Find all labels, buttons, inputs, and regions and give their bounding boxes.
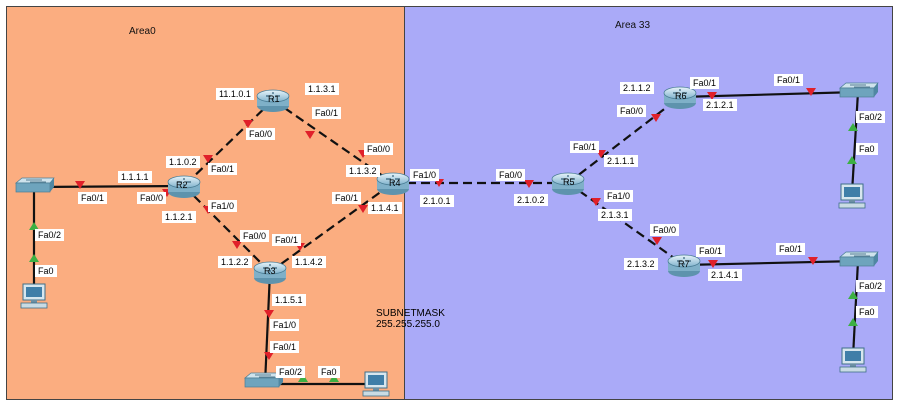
area33-label: Area 33 xyxy=(615,20,651,31)
r3-fa01-label: Fa0/1 xyxy=(272,234,302,246)
link-sw3-pc3 xyxy=(850,91,860,194)
switch-3-icon[interactable] xyxy=(839,82,879,98)
pc-4-icon[interactable] xyxy=(839,347,867,373)
pc2-fa0-label: Fa0 xyxy=(318,366,340,378)
link-r6-sw3 xyxy=(679,90,859,99)
r7-ip-right: 2.1.4.1 xyxy=(708,269,742,281)
r7-fa01-label: Fa0/1 xyxy=(696,245,726,257)
r4-fa01-label: Fa0/1 xyxy=(332,192,362,204)
r5-fa00-label: Fa0/0 xyxy=(496,169,526,181)
pc4-fa0-label: Fa0 xyxy=(856,306,878,318)
pc1-fa0-label: Fa0 xyxy=(35,265,57,277)
pc-3-icon[interactable] xyxy=(838,183,866,209)
pc-2-icon[interactable] xyxy=(362,371,390,397)
r6-ip-right: 2.1.2.1 xyxy=(703,99,737,111)
sw1-fa01-label: Fa0/1 xyxy=(78,192,108,204)
router-r1-name: R1 xyxy=(268,94,280,104)
r1-ip-left: 11.1.0.1 xyxy=(216,88,254,100)
router-r3-name: R3 xyxy=(264,266,276,276)
r2-fa00-label: Fa0/0 xyxy=(137,192,167,204)
r3-ip-bottom: 1.1.5.1 xyxy=(272,294,306,306)
r5-ip-top: 2.1.1.1 xyxy=(604,155,638,167)
port-up-indicators xyxy=(29,123,858,382)
link-r5-r7 xyxy=(567,182,685,266)
r5-fa10-label: Fa1/0 xyxy=(604,190,634,202)
r5-fa01-label: Fa0/1 xyxy=(570,141,600,153)
r1-ip-right: 1.1.3.1 xyxy=(305,83,339,95)
r3-fa10-label: Fa1/0 xyxy=(270,319,300,331)
r3-ip-left: 1.1.2.2 xyxy=(218,256,252,268)
router-r4-name: R4 xyxy=(389,178,401,188)
r3-fa00-label: Fa0/0 xyxy=(240,230,270,242)
r1-fa01-label: Fa0/1 xyxy=(312,107,342,119)
r7-ip-left: 2.1.3.2 xyxy=(624,258,658,270)
r2-ip-top: 1.1.0.2 xyxy=(166,156,200,168)
r4-ip-top: 1.1.3.2 xyxy=(346,165,380,177)
link-sw4-pc4 xyxy=(851,260,860,358)
link-r3-r4 xyxy=(269,182,394,273)
r6-fa01-label: Fa0/1 xyxy=(690,77,720,89)
r2-fa10-label: Fa1/0 xyxy=(208,200,238,212)
link-sw1-r2 xyxy=(33,184,185,189)
switch-4-icon[interactable] xyxy=(839,251,879,267)
r5-ip-bottom: 2.1.3.1 xyxy=(598,209,632,221)
pc3-fa0-label: Fa0 xyxy=(856,143,878,155)
subnet-value: 255.255.255.0 xyxy=(376,319,440,330)
sw2-fa02-label: Fa0/2 xyxy=(276,366,306,378)
r4-fa10-label: Fa1/0 xyxy=(410,169,440,181)
r4-fa00-label: Fa0/0 xyxy=(364,143,394,155)
switch-1-icon[interactable] xyxy=(15,177,55,193)
router-r7-name: R7 xyxy=(678,259,690,269)
sw3-fa01-label: Fa0/1 xyxy=(774,74,804,86)
link-r1-r4 xyxy=(272,99,394,184)
r4-ip-right: 2.1.0.1 xyxy=(420,195,454,207)
sw1-fa02-label: Fa0/2 xyxy=(35,229,65,241)
r3-ip-right: 1.1.4.2 xyxy=(292,256,326,268)
router-r2-name: R2 xyxy=(176,180,188,190)
r4-ip-bottom: 1.1.4.1 xyxy=(368,202,402,214)
sw4-fa01-label: Fa0/1 xyxy=(776,243,806,255)
sw4-fa02-label: Fa0/2 xyxy=(856,280,886,292)
area33-zone: Area 33 xyxy=(404,6,893,400)
r1-fa00-label: Fa0/0 xyxy=(246,128,276,140)
link-r1-r2 xyxy=(183,99,274,187)
router-r6-name: R6 xyxy=(675,91,687,101)
r2-fa01-label: Fa0/1 xyxy=(208,163,238,175)
r6-ip-left: 2.1.1.2 xyxy=(620,82,654,94)
port-indicators xyxy=(75,88,818,360)
r5-ip-left: 2.1.0.2 xyxy=(514,194,548,206)
sw3-fa02-label: Fa0/2 xyxy=(856,111,886,123)
r7-fa00-label: Fa0/0 xyxy=(650,224,680,236)
router-r5-name: R5 xyxy=(563,177,575,187)
sw2-fa01-label: Fa0/1 xyxy=(270,341,300,353)
area0-label: Area0 xyxy=(129,26,156,37)
r6-fa00-label: Fa0/0 xyxy=(617,105,647,117)
link-r5-r6 xyxy=(567,96,681,184)
link-r2-r3 xyxy=(183,185,271,273)
link-r3-sw2 xyxy=(263,271,272,385)
r2-ip-left: 1.1.1.1 xyxy=(118,171,152,183)
r2-ip-bottom: 1.1.2.1 xyxy=(162,211,196,223)
pc-1-icon[interactable] xyxy=(20,283,48,309)
subnet-title: SUBNETMASK xyxy=(376,308,445,319)
